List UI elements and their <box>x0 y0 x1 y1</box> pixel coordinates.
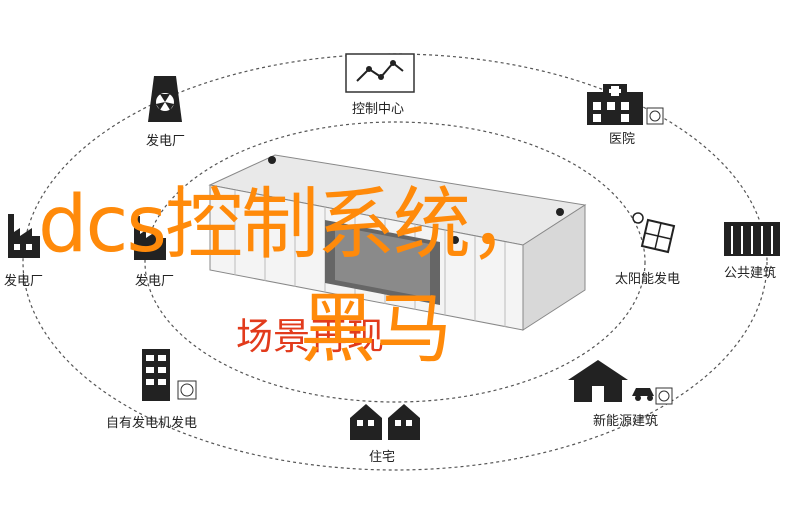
control-center-label: 控制中心 <box>352 102 405 117</box>
public-building-icon <box>724 222 780 256</box>
container-module-illustration <box>208 154 587 331</box>
overlay-subtitle-red: 场景再现 <box>236 315 384 358</box>
overlay-title: dcs控制系统， <box>38 180 547 270</box>
new-energy-building-icon <box>568 360 673 405</box>
hospital-label: 医院 <box>609 132 636 147</box>
power-plant-top-label: 发电厂 <box>146 134 186 149</box>
hospital-icon <box>587 84 664 125</box>
residence-icon <box>350 404 420 440</box>
generator-building-icon <box>142 349 197 401</box>
solar-panel-icon <box>632 212 676 254</box>
nuclear-plant-icon <box>148 76 182 122</box>
solar-label: 太阳能发电 <box>615 272 681 287</box>
inner-dashed-ring <box>144 121 646 403</box>
factory-left-icon <box>8 214 40 258</box>
overlay-subtitle-orange: 黑马 <box>300 284 452 373</box>
power-plant-inner-label: 发电厂 <box>135 274 175 289</box>
self-generator-label: 自有发电机发电 <box>106 416 198 431</box>
control-center-icon <box>345 53 415 93</box>
power-plant-left-label: 发电厂 <box>4 274 44 289</box>
factory-inner-icon <box>134 216 166 260</box>
new-energy-building-label: 新能源建筑 <box>593 414 659 429</box>
residence-label: 住宅 <box>369 450 396 465</box>
public-building-label: 公共建筑 <box>724 266 777 281</box>
